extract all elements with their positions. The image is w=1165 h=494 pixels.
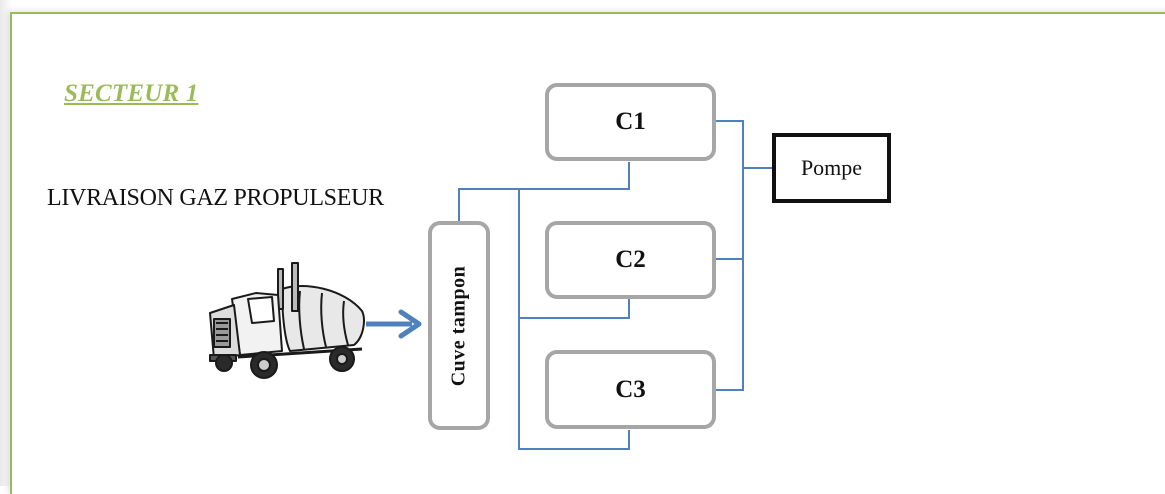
pipe-c1-to-collector xyxy=(714,120,744,391)
pipes xyxy=(458,120,772,450)
buffer-tank: Cuve tampon xyxy=(428,221,490,430)
tank-c1: C1 xyxy=(545,83,716,161)
tank-c2-label: C2 xyxy=(615,246,646,273)
tanker-truck-image xyxy=(204,259,366,385)
tank-c1-label: C1 xyxy=(615,108,646,135)
pump-box: Pompe xyxy=(772,133,891,203)
delivery-label: LIVRAISON GAZ PROPULSEUR xyxy=(47,185,384,211)
delivery-arrow xyxy=(366,309,422,339)
pipe-to-c2 xyxy=(519,297,630,319)
tanker-truck-icon xyxy=(209,262,365,379)
buffer-tank-label: Cuve tampon xyxy=(447,265,470,386)
tank-c2: C2 xyxy=(545,221,716,299)
pump-label: Pompe xyxy=(800,155,863,180)
sector-title: SECTEUR 1 xyxy=(64,80,199,107)
pipe-buffer-to-c1 xyxy=(458,162,630,221)
tank-c3-label: C3 xyxy=(615,375,646,403)
tank-c3: C3 xyxy=(545,350,716,429)
